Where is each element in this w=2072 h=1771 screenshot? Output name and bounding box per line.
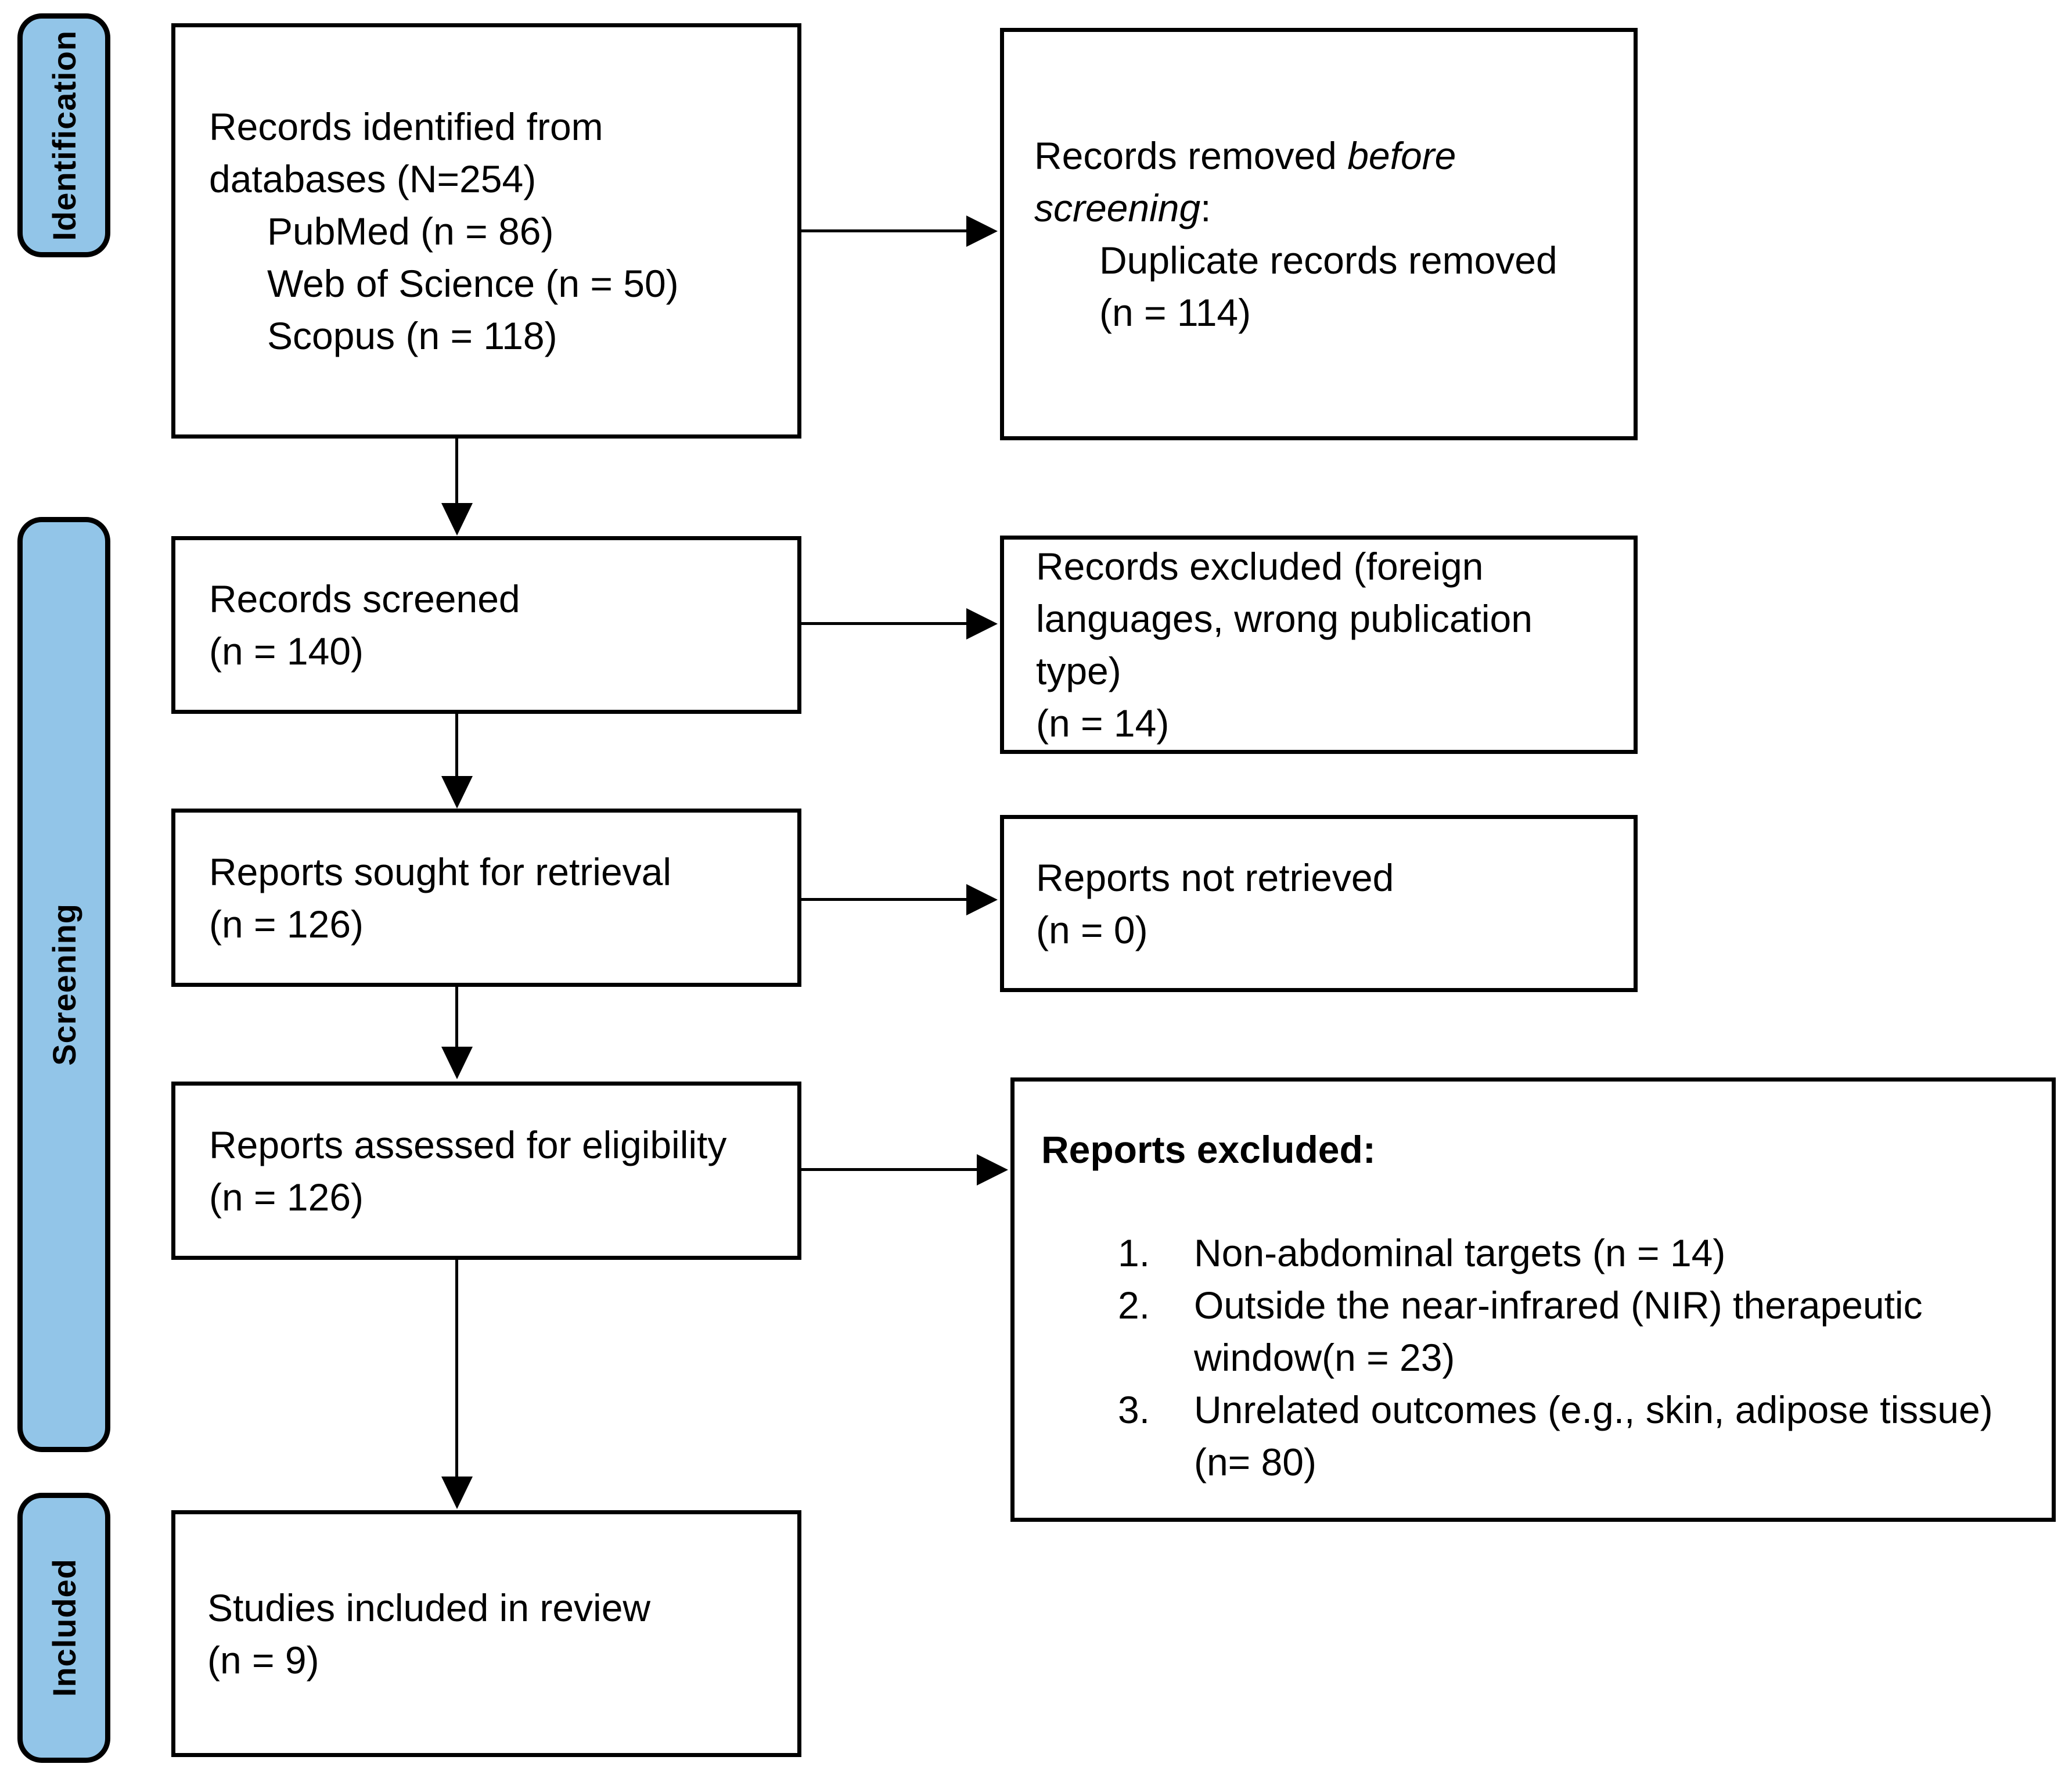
box-text-line: (n = 126) bbox=[209, 1175, 364, 1219]
arrow-screened-to-excluded-head bbox=[966, 608, 998, 640]
stage-pill-included: Included bbox=[17, 1493, 110, 1763]
list-item: 3. Unrelated outcomes (e.g., skin, adipo… bbox=[1118, 1384, 2052, 1488]
list-item-number: 1. bbox=[1118, 1231, 1150, 1274]
box-reports-sought: Reports sought for retrieval (n = 126) bbox=[171, 809, 801, 987]
list-item: 1. Non-abdominal targets (n = 14) bbox=[1118, 1227, 2052, 1279]
list-item-text: Outside the near-infrared (NIR) therapeu… bbox=[1194, 1284, 1923, 1379]
box-text-line: type) bbox=[1036, 649, 1121, 692]
box-text-line: Records identified from bbox=[209, 105, 603, 148]
box-records-removed-before-screening: Records removed before screening: Duplic… bbox=[1000, 28, 1638, 440]
list-item-text: Unrelated outcomes (e.g., skin, adipose … bbox=[1194, 1388, 1993, 1483]
arrow-identified-to-screened-line bbox=[455, 439, 458, 504]
arrow-assessed-to-excluded-line bbox=[801, 1168, 979, 1171]
box-records-excluded: Records excluded (foreign languages, wro… bbox=[1000, 536, 1638, 754]
box-text-line: Records excluded (foreign bbox=[1036, 545, 1484, 588]
arrow-identified-to-removed-head bbox=[966, 215, 998, 247]
box-studies-included: Studies included in review (n = 9) bbox=[171, 1510, 801, 1757]
box-text-line: (n = 126) bbox=[209, 902, 364, 946]
arrow-sought-to-notretrieved-line bbox=[801, 898, 969, 901]
box-text-line: (n = 140) bbox=[209, 630, 364, 673]
box-text-line: Scopus (n = 118) bbox=[267, 314, 557, 357]
box-records-identified: Records identified from databases (N=254… bbox=[171, 23, 801, 439]
arrow-assessed-to-excluded-head bbox=[977, 1154, 1008, 1186]
box-text-line: languages, wrong publication bbox=[1036, 597, 1533, 640]
box-text-line: Web of Science (n = 50) bbox=[267, 261, 679, 305]
box-text-line: Duplicate records removed bbox=[1099, 239, 1557, 282]
box-records-screened: Records screened (n = 140) bbox=[171, 536, 801, 714]
box-text-line: screening: bbox=[1034, 186, 1211, 229]
box-reports-not-retrieved: Reports not retrieved (n = 0) bbox=[1000, 815, 1638, 992]
arrow-sought-to-assessed-head bbox=[441, 1047, 473, 1079]
box-text-line: Studies included in review bbox=[207, 1586, 651, 1629]
stage-pill-screening: Screening bbox=[17, 517, 110, 1452]
arrow-screened-to-excluded-line bbox=[801, 622, 969, 625]
list-item-number: 3. bbox=[1118, 1388, 1150, 1431]
stage-label-identification: Identification bbox=[45, 30, 82, 241]
box-text-line: Records removed before bbox=[1034, 134, 1456, 177]
box-text-line: (n = 14) bbox=[1036, 702, 1170, 745]
arrow-screened-to-sought-line bbox=[455, 714, 458, 778]
arrow-screened-to-sought-head bbox=[441, 776, 473, 809]
arrow-identified-to-removed-line bbox=[801, 229, 969, 232]
arrow-sought-to-notretrieved-head bbox=[966, 884, 998, 915]
box-text-line: Reports sought for retrieval bbox=[209, 850, 672, 893]
box-text-line: Records screened bbox=[209, 577, 520, 620]
box-text-line: Reports not retrieved bbox=[1036, 856, 1394, 899]
list-item-number: 2. bbox=[1118, 1284, 1150, 1327]
box-text-line: PubMed (n = 86) bbox=[267, 209, 554, 253]
box-text-line: (n = 114) bbox=[1099, 291, 1251, 334]
list-item: 2. Outside the near-infrared (NIR) thera… bbox=[1118, 1279, 2052, 1384]
box-text-line: databases (N=254) bbox=[209, 157, 537, 200]
reports-excluded-list: 1. Non-abdominal targets (n = 14) 2. Out… bbox=[1118, 1227, 2052, 1488]
box-text-line: (n = 0) bbox=[1036, 908, 1148, 951]
stage-pill-identification: Identification bbox=[17, 13, 110, 257]
stage-label-screening: Screening bbox=[45, 903, 82, 1066]
arrow-identified-to-screened-head bbox=[441, 503, 473, 536]
box-reports-excluded-list: Reports excluded: 1. Non-abdominal targe… bbox=[1010, 1077, 2056, 1522]
arrow-assessed-to-included-line bbox=[455, 1260, 458, 1479]
box-text-line: Reports assessed for eligibility bbox=[209, 1123, 727, 1166]
box-reports-assessed: Reports assessed for eligibility (n = 12… bbox=[171, 1082, 801, 1260]
arrow-sought-to-assessed-line bbox=[455, 987, 458, 1049]
stage-label-included: Included bbox=[45, 1558, 82, 1697]
arrow-assessed-to-included-head bbox=[441, 1477, 473, 1509]
reports-excluded-heading: Reports excluded: bbox=[1041, 1128, 1376, 1171]
box-text-line: (n = 9) bbox=[207, 1638, 319, 1682]
list-item-text: Non-abdominal targets (n = 14) bbox=[1194, 1231, 1726, 1274]
